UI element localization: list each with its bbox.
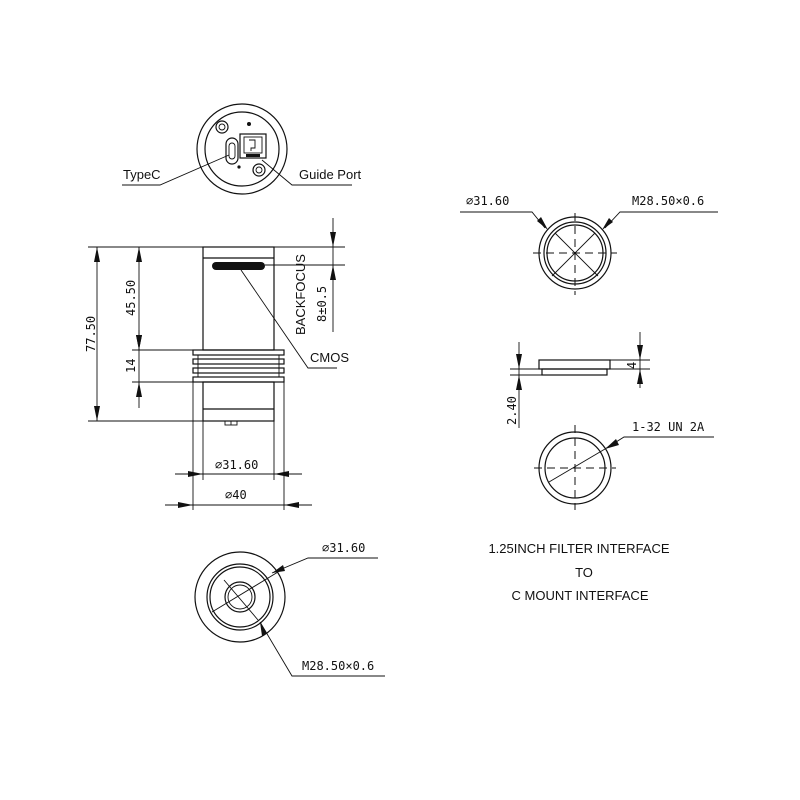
front-view: ∅31.60 M28.50×0.6: [194, 541, 385, 677]
backfocus-value: 8±0.5: [315, 286, 329, 322]
backfocus-label: BACKFOCUS: [293, 254, 308, 335]
front-thread-dim: M28.50×0.6: [302, 659, 374, 673]
guide-port-icon: [239, 133, 267, 159]
body-length-dim: 45.50: [124, 280, 138, 316]
title-line-1: 1.25INCH FILTER INTERFACE: [488, 541, 669, 556]
drawing-title: 1.25INCH FILTER INTERFACE TO C MOUNT INT…: [488, 541, 669, 603]
adapter-top-view: ∅31.60 M28.50×0.6: [460, 194, 718, 295]
guide-port-label: Guide Port: [299, 167, 362, 182]
flange-dim: 2.40: [505, 396, 519, 425]
cmos-sensor-icon: [212, 262, 265, 270]
title-line-2: TO: [575, 565, 593, 580]
adapter-bottom-thread-dim: 1-32 UN 2A: [632, 420, 705, 434]
adapter-bottom-view: 1-32 UN 2A: [534, 420, 714, 510]
typec-label: TypeC: [123, 167, 161, 182]
overall-length-dim: 77.50: [84, 316, 98, 352]
adapter-side-view: 2.40 4: [505, 332, 650, 428]
adapter-thread-dim: M28.50×0.6: [632, 194, 704, 208]
side-view: 77.50 45.50 14 BACKFOCUS 8±0.5 CMOS ∅31.…: [84, 218, 349, 510]
inner-diameter-dim: ∅31.60: [215, 458, 258, 472]
front-diameter-dim: ∅31.60: [322, 541, 365, 555]
outer-diameter-dim: ∅40: [225, 488, 247, 502]
rear-view: TypeC Guide Port: [122, 103, 362, 195]
fin-section-dim: 14: [124, 359, 138, 373]
typec-port-icon: [225, 137, 239, 165]
adapter-diameter-dim: ∅31.60: [466, 194, 509, 208]
title-line-3: C MOUNT INTERFACE: [512, 588, 649, 603]
cmos-label: CMOS: [310, 350, 349, 365]
height-dim: 4: [625, 362, 639, 369]
